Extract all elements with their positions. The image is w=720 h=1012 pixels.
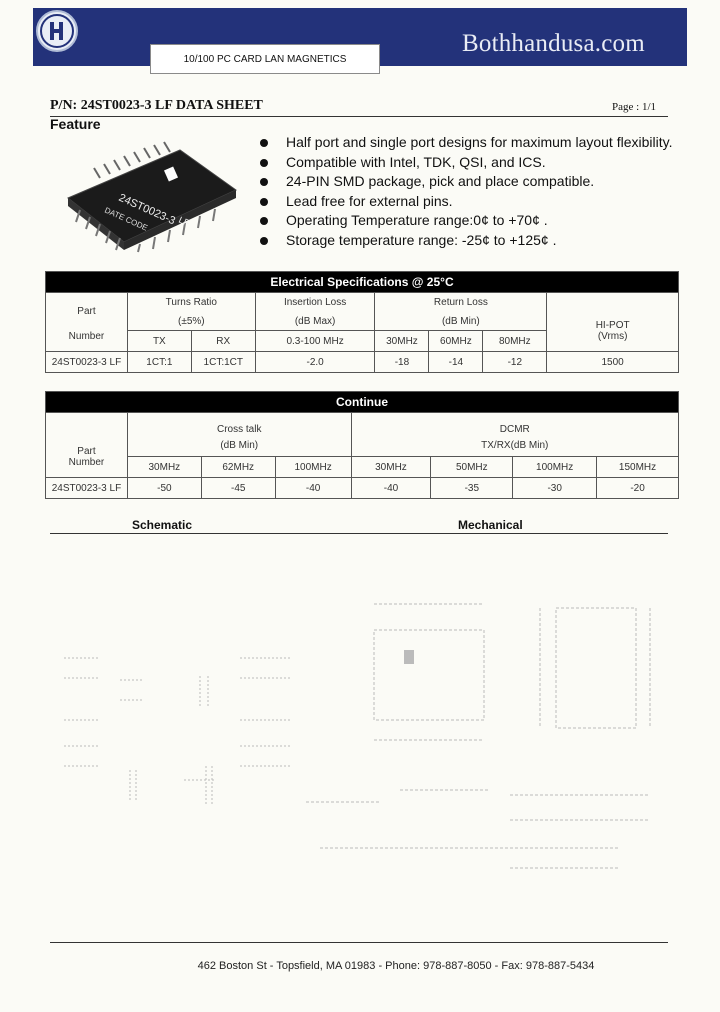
rx-header: RX xyxy=(190,330,256,352)
tx-header: TX xyxy=(126,330,192,352)
footer-fax: Fax: 978-887-5434 xyxy=(501,960,595,972)
table-title: Continue xyxy=(45,391,679,413)
feature-item: Half port and single port designs for ma… xyxy=(258,133,678,153)
divider xyxy=(50,533,668,534)
hipot-sub: (Vrms) xyxy=(546,330,679,352)
dcmr-sub: TX/RX(dB Min) xyxy=(350,434,680,457)
hipot-cell: 1500 xyxy=(546,351,679,373)
rl-freq: 80MHz xyxy=(482,330,548,352)
ct-freq: 100MHz xyxy=(274,456,352,478)
ct-cell: -40 xyxy=(274,477,352,499)
ct-freq: 30MHz xyxy=(126,456,202,478)
footer: 462 Boston St - Topsfield, MA 01983 - Ph… xyxy=(197,960,595,972)
dc-freq: 30MHz xyxy=(350,456,432,478)
part-header: Part xyxy=(45,412,128,457)
il-cell: -2.0 xyxy=(254,351,376,373)
site-name[interactable]: Bothhandusa.com xyxy=(462,30,645,57)
turns-header: Turns Ratio xyxy=(126,292,256,313)
dc-cell: -35 xyxy=(430,477,514,499)
feature-item: Operating Temperature range:0¢ to +70¢ . xyxy=(258,211,678,231)
rl-cell: -14 xyxy=(428,351,484,373)
return-sub: (dB Min) xyxy=(374,312,548,331)
product-subtitle: 10/100 PC CARD LAN MAGNETICS xyxy=(150,44,380,74)
footer-phone: Phone: 978-887-8050 xyxy=(385,960,492,972)
number-header: Number xyxy=(45,330,128,352)
crosstalk-header: Cross talk xyxy=(126,412,352,435)
return-header: Return Loss xyxy=(374,292,548,313)
page-number: Page : 1/1 xyxy=(612,101,656,113)
chip-image: 24ST0023-3 LF DATE CODE xyxy=(67,141,237,253)
tx-cell: 1CT:1 xyxy=(126,351,192,373)
rl-freq: 60MHz xyxy=(428,330,484,352)
ct-cell: -50 xyxy=(126,477,202,499)
crosstalk-sub: (dB Min) xyxy=(126,434,352,457)
schematic-heading: Schematic xyxy=(132,518,193,532)
divider xyxy=(50,116,668,117)
part-cell: 24ST0023-3 LF xyxy=(45,351,128,373)
rl-freq: 30MHz xyxy=(374,330,430,352)
schematic-drawing xyxy=(64,657,290,806)
rl-cell: -18 xyxy=(374,351,430,373)
logo-mark xyxy=(404,650,414,664)
feature-list: Half port and single port designs for ma… xyxy=(258,133,678,250)
dcmr-header: DCMR xyxy=(350,412,680,435)
insertion-header: Insertion Loss xyxy=(254,292,376,313)
divider xyxy=(50,942,668,943)
table-title: Electrical Specifications @ 25°C xyxy=(45,271,679,293)
page-title: P/N: 24ST0023-3 LF DATA SHEET xyxy=(50,98,263,113)
dc-cell: -30 xyxy=(512,477,598,499)
rx-cell: 1CT:1CT xyxy=(190,351,256,373)
chip-lf-text: LF xyxy=(177,215,191,229)
dc-cell: -40 xyxy=(350,477,432,499)
mechanical-heading: Mechanical xyxy=(458,518,523,532)
feature-item: Storage temperature range: -25¢ to +125¢… xyxy=(258,231,678,251)
table-row: 24ST0023-3 LF -50 -45 -40 -40 -35 -30 -2… xyxy=(45,477,679,499)
feature-item: Compatible with Intel, TDK, QSI, and ICS… xyxy=(258,153,678,173)
rl-cell: -12 xyxy=(482,351,548,373)
electrical-spec-table: Electrical Specifications @ 25°C Part Tu… xyxy=(45,271,679,373)
table-row: 24ST0023-3 LF 1CT:1 1CT:1CT -2.0 -18 -14… xyxy=(45,351,679,373)
turns-sub: (±5%) xyxy=(126,312,256,331)
dc-freq: 150MHz xyxy=(596,456,679,478)
insertion-sub: (dB Max) xyxy=(254,312,376,331)
continue-spec-table: Continue Part Cross talk DCMR (dB Min) T… xyxy=(45,391,680,499)
ct-cell: -45 xyxy=(200,477,276,499)
schematic-mechanical-drawings xyxy=(64,603,651,869)
part-header: Part xyxy=(45,292,128,331)
hipot-header: HI-POT xyxy=(546,292,679,331)
number-header: Number xyxy=(45,456,128,478)
feature-heading: Feature xyxy=(50,116,101,132)
footer-address: 462 Boston St - Topsfield, MA 01983 xyxy=(197,960,376,972)
chip-pins-top xyxy=(93,141,171,179)
mechanical-drawing xyxy=(306,603,651,869)
feature-item: Lead free for external pins. xyxy=(258,192,678,212)
company-logo xyxy=(36,10,78,52)
il-freq: 0.3-100 MHz xyxy=(254,330,376,352)
chip-pins-bottom xyxy=(75,208,216,253)
feature-item: 24-PIN SMD package, pick and place compa… xyxy=(258,172,678,192)
dc-cell: -20 xyxy=(596,477,679,499)
dc-freq: 50MHz xyxy=(430,456,514,478)
dc-freq: 100MHz xyxy=(512,456,598,478)
ct-freq: 62MHz xyxy=(200,456,276,478)
part-cell: 24ST0023-3 LF xyxy=(45,477,128,499)
